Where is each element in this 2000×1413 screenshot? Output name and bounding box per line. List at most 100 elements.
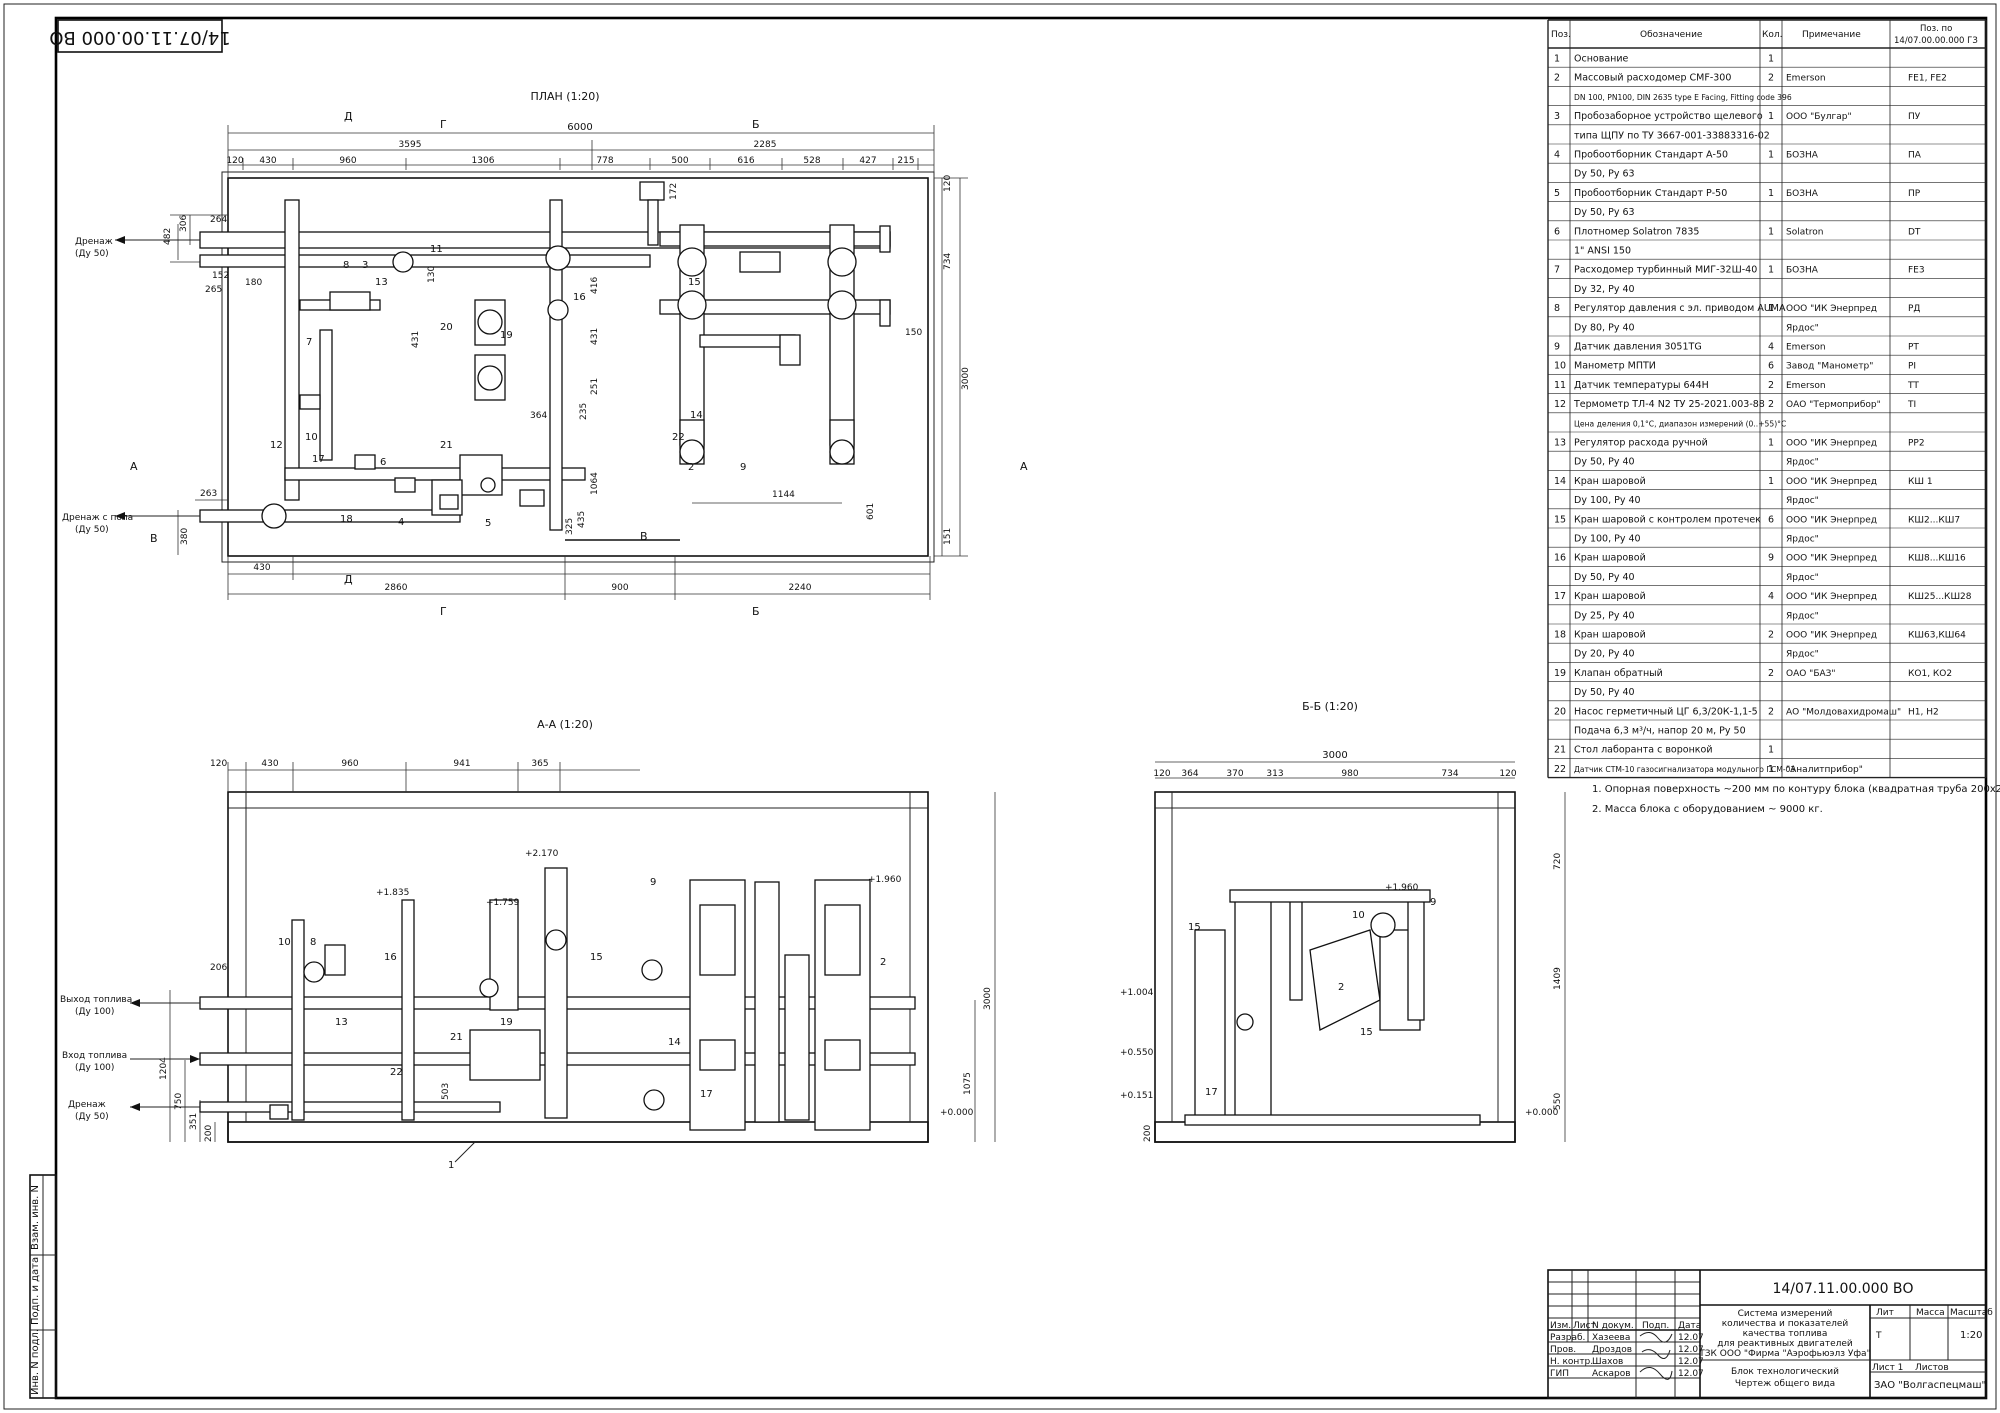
note-2: 2. Масса блока с оборудованием ~ 9000 кг…: [1592, 804, 1823, 815]
spec-qty: 2: [1768, 630, 1774, 641]
plan-dim: 435: [577, 511, 587, 528]
spec-desc: Пробоотборник Стандарт Р-50: [1574, 188, 1727, 199]
section-mark: А: [1020, 460, 1028, 473]
section-mark: В: [150, 532, 158, 545]
inlet-label: Вход топлива: [62, 1051, 127, 1061]
spec-desc-sub: Dy 80, Py 40: [1574, 322, 1635, 333]
aa-dim: 941: [453, 759, 470, 769]
scale-value: 1:20: [1960, 1330, 1982, 1341]
aa-dim: 430: [261, 759, 278, 769]
side-stamp-sign: Подп. и дата: [30, 1257, 41, 1325]
desc-line: ТЗК ООО "Фирма "Аэрофьюэлз Уфа": [1698, 1349, 1870, 1359]
aa-elev: +1.759: [486, 898, 520, 908]
spec-note: БОЗНА: [1786, 151, 1819, 161]
spec-note: АО "Молдовахидромаш": [1786, 707, 1901, 717]
spec-header: Примечание: [1802, 30, 1861, 40]
spec-pos: 6: [1554, 226, 1560, 237]
aa-dim: 200: [204, 1125, 214, 1142]
plan-dim: 306: [179, 215, 189, 232]
section-mark: Б: [752, 605, 760, 618]
spec-desc: Кран шаровой с контролем протечек: [1574, 514, 1761, 525]
section-bb-view: Б-Б (1:20) 3000 120 364 370 313 980 734 …: [1120, 700, 1566, 1143]
spec-desc-sub: Dy 100, Py 40: [1574, 495, 1641, 506]
callout: 8: [310, 937, 316, 948]
bb-dim: 370: [1226, 769, 1243, 779]
spec-qty: 2: [1768, 73, 1774, 84]
role: Пров.: [1550, 1345, 1576, 1355]
mass-label: Масса: [1916, 1308, 1945, 1318]
company-name: ЗАО "Волгаспецмаш": [1874, 1380, 1986, 1391]
spec-qty: 1: [1768, 438, 1774, 449]
bb-dim: 720: [1553, 853, 1563, 870]
spec-desc: Регулятор расхода ручной: [1574, 438, 1708, 449]
spec-desc-sub: Dy 50, Py 40: [1574, 687, 1635, 698]
spec-pos: 7: [1554, 265, 1560, 276]
desc-line: количества и показателей: [1722, 1319, 1849, 1329]
plan-dim: 325: [565, 518, 575, 535]
callout: 22: [390, 1067, 403, 1078]
spec-code: РД: [1908, 304, 1920, 314]
plan-callouts: 12 11 8 13 3 7 20 19 16 10 18 4 5 6 14 1…: [270, 244, 746, 529]
spec-code: КШ 1: [1908, 477, 1933, 487]
role-date: 12.07: [1678, 1357, 1704, 1367]
desc-line: качества топлива: [1743, 1329, 1828, 1339]
spec-qty: 2: [1768, 380, 1774, 391]
floor-drain-label: Дренаж с пола: [62, 513, 133, 523]
callout: 2: [688, 462, 694, 473]
spec-desc: Кран шаровой: [1574, 553, 1646, 564]
aa-piping: [199, 867, 916, 1131]
col-header-sign: Подп.: [1642, 1321, 1669, 1331]
spec-desc: Манометр МПТИ: [1574, 361, 1656, 372]
plan-dim: 2240: [789, 583, 812, 593]
aa-dim: 120: [210, 759, 227, 769]
role-name: Дроздов: [1592, 1345, 1632, 1355]
plan-dim: 3000: [961, 367, 971, 390]
side-stamp-replace: Взам. инв. N: [30, 1185, 41, 1250]
plan-left-labels: Дренаж (Ду 50) Дренаж с пола (Ду 50): [62, 236, 200, 535]
spec-code: ПУ: [1908, 112, 1921, 122]
plan-dim: 427: [859, 156, 876, 166]
plan-dim: 500: [671, 156, 688, 166]
spec-note: ООО "Булгар": [1786, 112, 1852, 122]
spec-pos: 8: [1554, 303, 1560, 314]
notes: 1. Опорная поверхность ~200 мм по контур…: [1592, 784, 2000, 815]
spec-qty: 6: [1768, 514, 1774, 525]
spec-note: Ярдос": [1786, 611, 1819, 621]
plan-dim: 151: [943, 528, 953, 545]
note-1: 1. Опорная поверхность ~200 мм по контур…: [1592, 784, 2000, 795]
spec-qty: 1: [1768, 476, 1774, 487]
spec-qty: 1: [1768, 226, 1774, 237]
callout: 1: [448, 1160, 454, 1171]
spec-qty: 1: [1768, 265, 1774, 276]
bb-dim: 980: [1341, 769, 1358, 779]
plan-dim: 215: [897, 156, 914, 166]
callout: 20: [440, 322, 453, 333]
spec-header: Обозначение: [1640, 30, 1703, 40]
spec-note: Solatron: [1786, 227, 1823, 237]
top-stamp: 14/07.11.00.000 ВО: [49, 19, 231, 53]
spec-qty: 4: [1768, 342, 1774, 353]
plan-dim: 431: [411, 331, 421, 348]
spec-qty: 4: [1768, 591, 1774, 602]
plan-dim: 616: [737, 156, 754, 166]
callout: 10: [278, 937, 291, 948]
aa-dim: 351: [189, 1113, 199, 1130]
callout: 15: [1188, 922, 1201, 933]
spec-pos: 17: [1554, 591, 1566, 602]
spec-pos: 22: [1554, 764, 1566, 775]
spec-pos: 4: [1554, 150, 1560, 161]
callout: 14: [690, 410, 703, 421]
callout: 17: [1205, 1087, 1218, 1098]
bb-elev: +1.004: [1120, 988, 1154, 998]
outlet-label: Выход топлива: [60, 995, 132, 1005]
spec-pos: 14: [1554, 476, 1566, 487]
aa-view-title: А-А (1:20): [537, 718, 593, 731]
spec-note: БОЗНА: [1786, 266, 1819, 276]
spec-note: "Аналитприбор": [1786, 765, 1863, 775]
plan-view: ПЛАН (1:20) 6000 120 430 960: [62, 90, 1028, 618]
spec-note: Ярдос": [1786, 323, 1819, 333]
callout: 15: [688, 277, 701, 288]
plan-top-dims: 6000 120 430 960 3595 1306 778 500 2285 …: [226, 122, 935, 178]
spec-code: TT: [1907, 381, 1919, 391]
